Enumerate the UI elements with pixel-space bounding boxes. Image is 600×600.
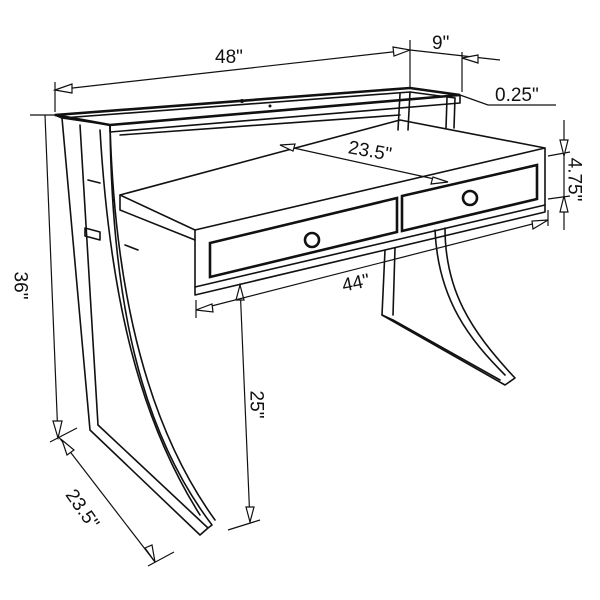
label-drawer-height: 4.75"	[563, 157, 585, 202]
back-leg-right	[119, 91, 456, 136]
label-depth-top: 9"	[432, 33, 450, 54]
label-overall-height: 36"	[9, 271, 31, 300]
dimension-lines	[30, 40, 571, 567]
drawer-box	[119, 119, 546, 296]
label-floor-to-drawer: 25"	[245, 390, 267, 419]
right-leg	[381, 227, 516, 386]
label-overall-width: 48"	[215, 47, 243, 68]
left-leg	[54, 114, 216, 536]
label-glass-thickness: 0.25"	[495, 85, 539, 106]
